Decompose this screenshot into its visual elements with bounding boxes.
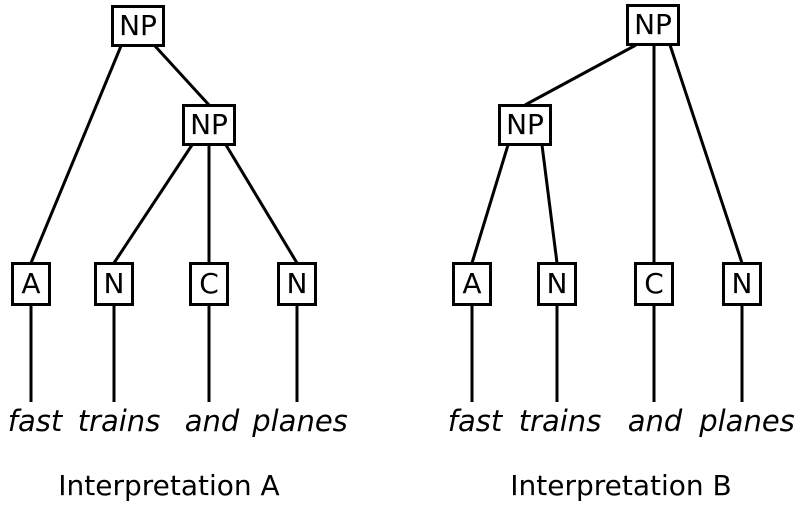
node-label: N — [731, 267, 753, 300]
tree-a-word-and: and — [184, 404, 240, 438]
node-label: NP — [119, 9, 157, 42]
tree-b-noun2-node: N — [722, 262, 762, 306]
tree-a-caption: Interpretation A — [58, 469, 280, 502]
node-label: C — [199, 267, 219, 300]
node-label: A — [462, 267, 482, 300]
tree-edge — [470, 144, 510, 264]
tree-edge — [29, 45, 123, 264]
node-label: C — [644, 267, 664, 300]
tree-edge — [153, 44, 211, 107]
tree-a-noun1-node: N — [94, 262, 134, 306]
node-label: NP — [506, 108, 544, 141]
tree-a-inner-np-node: NP — [182, 104, 236, 146]
tree-a-adjective-node: A — [11, 262, 51, 306]
node-label: NP — [190, 108, 228, 141]
node-label: A — [21, 267, 41, 300]
tree-b-noun1-node: N — [537, 262, 577, 306]
tree-a-root-np-node: NP — [111, 5, 165, 47]
tree-b-word-planes: planes — [699, 404, 795, 438]
node-label: N — [546, 267, 568, 300]
node-label: N — [286, 267, 308, 300]
tree-a-word-fast: fast — [7, 404, 63, 438]
tree-edge — [224, 144, 299, 264]
tree-b-adjective-node: A — [452, 262, 492, 306]
tree-a-word-planes: planes — [252, 404, 348, 438]
tree-edge — [524, 43, 637, 107]
tree-b-caption: Interpretation B — [510, 469, 732, 502]
tree-b-word-and: and — [627, 404, 683, 438]
node-label: N — [103, 267, 125, 300]
tree-b-conjunction-node: C — [634, 262, 674, 306]
tree-b-word-trains: trains — [518, 404, 602, 438]
tree-a-noun2-node: N — [277, 262, 317, 306]
tree-edge — [112, 144, 194, 264]
tree-b-word-fast: fast — [447, 404, 503, 438]
tree-edge — [540, 144, 559, 264]
node-label: NP — [634, 8, 672, 41]
tree-a-word-trains: trains — [77, 404, 161, 438]
tree-a-conjunction-node: C — [189, 262, 229, 306]
tree-edge — [668, 44, 744, 264]
tree-b-root-np-node: NP — [626, 4, 680, 46]
tree-b-inner-np-node: NP — [498, 104, 552, 146]
